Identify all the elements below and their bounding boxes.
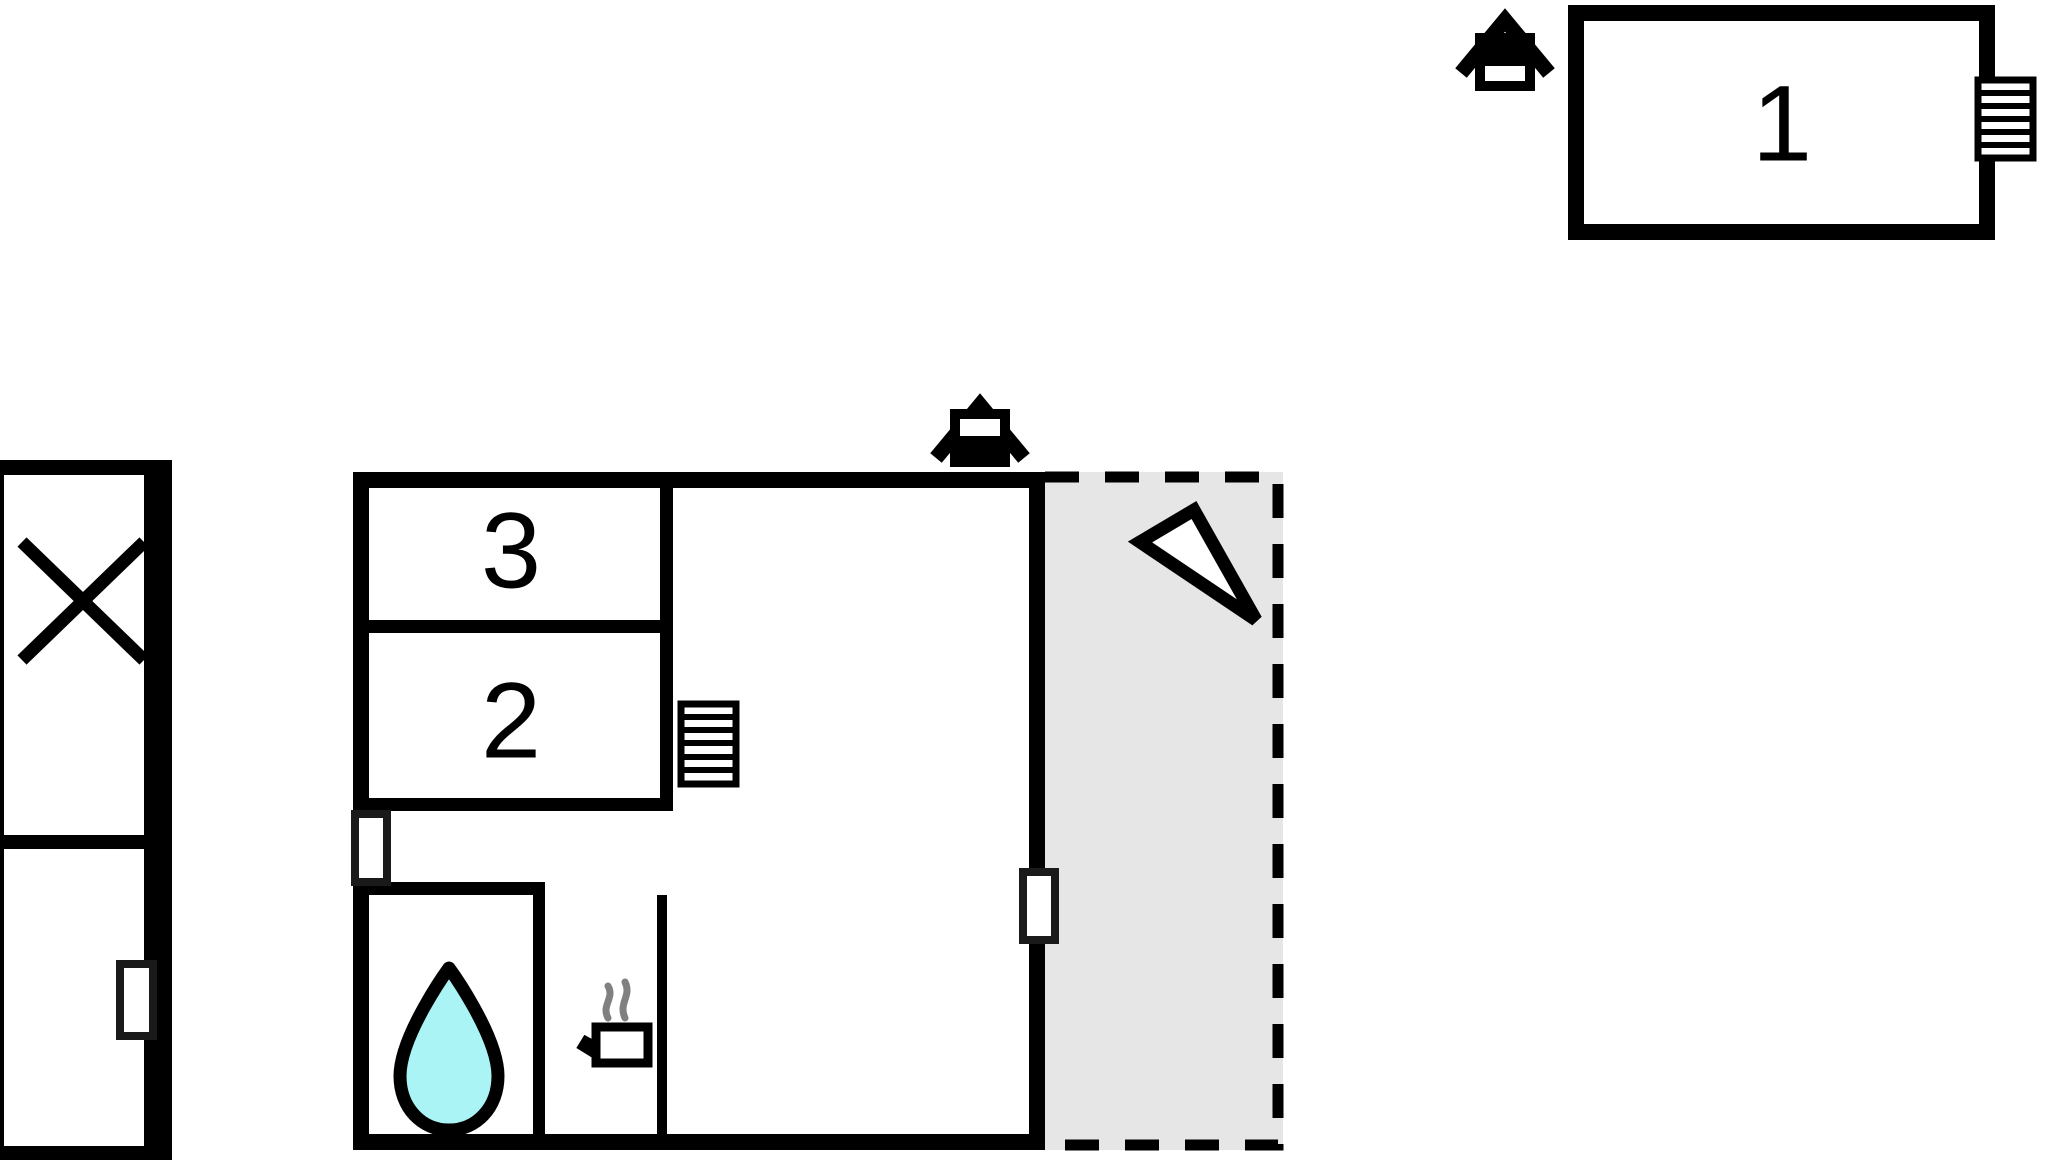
room-number-1: 1 <box>1752 63 1812 184</box>
cooking-pot-icon <box>576 978 653 1068</box>
terrace <box>1045 471 1284 1151</box>
terrace-boundary <box>1045 471 1284 1151</box>
door-icon <box>351 810 391 886</box>
water-drop-icon <box>393 961 505 1137</box>
building-main: 3 2 <box>351 393 1059 1150</box>
stairs-icon <box>677 700 740 788</box>
sun-lounger-icon <box>1127 501 1262 626</box>
stairs-icon <box>1974 76 2037 162</box>
room-3-room-2-divider <box>369 620 673 633</box>
main-house-divider-vertical <box>660 488 673 805</box>
door-icon <box>116 960 157 1040</box>
room-2-bottom-wall <box>369 798 673 811</box>
room-number-2: 2 <box>481 660 541 781</box>
door-icon <box>1019 868 1059 944</box>
kitchen-living-divider <box>657 895 667 1134</box>
entrance-house-icon <box>1455 8 1555 91</box>
bathroom-right-wall <box>533 882 545 1134</box>
building-left <box>0 460 172 1160</box>
room-number-3: 3 <box>481 490 541 611</box>
annex-room-1 <box>1584 21 1979 224</box>
crossed-out-area-icon <box>17 537 149 665</box>
building-annex: 1 <box>1455 5 2037 240</box>
terrace-surface <box>1045 472 1283 1150</box>
bathroom-top-wall <box>369 882 545 895</box>
entrance-house-icon <box>930 393 1030 467</box>
